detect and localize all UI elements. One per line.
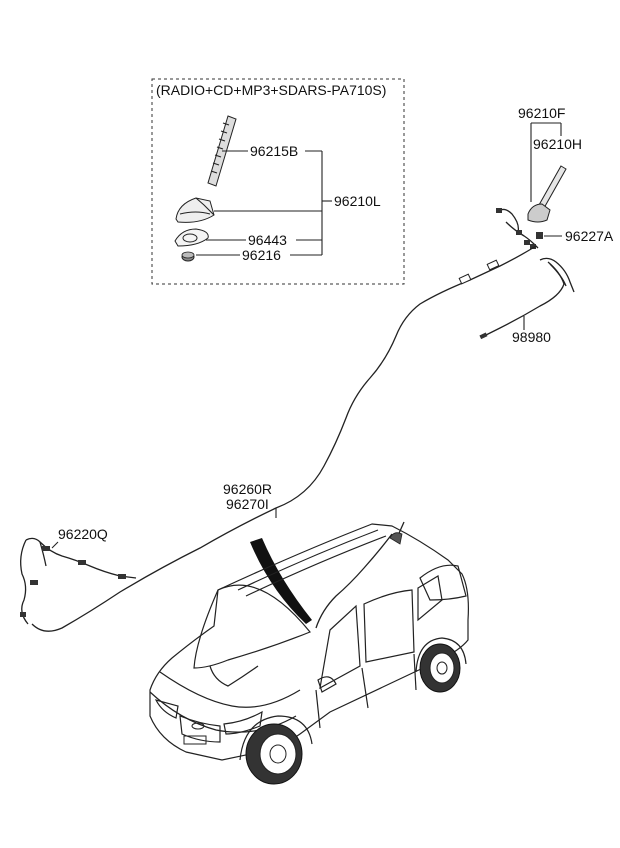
kit-box [151, 78, 405, 285]
harness-96220Q-icon [20, 537, 137, 625]
roof-harness-icon [496, 208, 539, 249]
part-label-96220Q: 96220Q [58, 526, 108, 542]
antenna-base-icon [175, 197, 215, 223]
part-label-96443: 96443 [248, 232, 287, 248]
part-label-96210L: 96210L [334, 193, 381, 209]
part-label-96210H: 96210H [533, 136, 582, 152]
nut-icon [181, 251, 195, 262]
part-label-98980: 98980 [512, 329, 551, 345]
part-label-96215B: 96215B [250, 143, 298, 159]
shark-fin-antenna-icon [527, 165, 567, 223]
antenna-pad-icon [174, 228, 209, 247]
main-feeder-cable-icon [31, 245, 537, 632]
part-label-96270I: 96270I [226, 496, 269, 512]
part-label-96210F: 96210F [518, 105, 565, 121]
part-label-96216: 96216 [242, 247, 281, 263]
kit-caption: (RADIO+CD+MP3+SDARS-PA710S) [156, 82, 386, 98]
part-label-96260R: 96260R [223, 481, 272, 497]
cable-98980-icon [479, 257, 575, 340]
part-label-96227A: 96227A [565, 228, 614, 244]
connector-icon [536, 232, 543, 239]
vehicle-illustration [149, 521, 469, 785]
location-pointer-icon [250, 538, 312, 624]
